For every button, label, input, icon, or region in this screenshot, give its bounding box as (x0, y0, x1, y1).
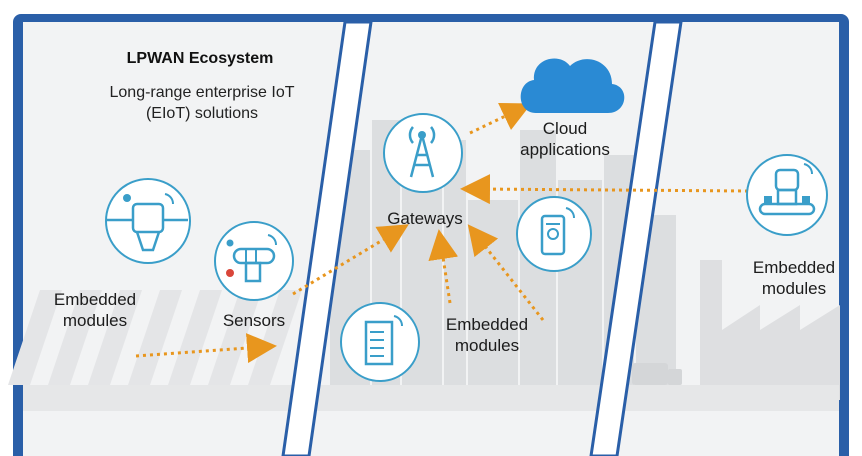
cloud-label-line-1: Cloud (542, 119, 588, 138)
water-dispenser-icon (516, 196, 592, 272)
arrow-embedded-center-to-gateways (428, 229, 459, 304)
subtitle-line-1: Long-range enterprise IoT (109, 84, 295, 101)
cropped-header-strip (0, 0, 862, 14)
diagram-subtitle: Long-range enterprise IoT (EIoT) solutio… (72, 82, 332, 124)
diagram-title: LPWAN Ecosystem (126, 50, 274, 67)
arrow-gateways-to-cloud (469, 102, 532, 135)
gateway-tower-icon (383, 113, 463, 193)
embedded-left-line-1: Embedded (53, 290, 137, 309)
embedded-modules-center-label: Embedded modules (432, 314, 542, 356)
subtitle-line-2: (EIoT) solutions (145, 105, 259, 122)
cloud-label-line-2: applications (520, 140, 610, 159)
truck-background (632, 363, 682, 385)
sensors-label: Sensors (222, 311, 286, 330)
arrow-embedded-left-to-sensors (135, 333, 277, 364)
embedded-right-line-2: modules (761, 279, 827, 298)
embedded-center-line-2: modules (454, 336, 520, 355)
water-meter-module-icon (105, 178, 191, 264)
conveyor-robot-icon (746, 154, 828, 236)
embedded-center-line-1: Embedded (445, 315, 529, 334)
road-band (23, 385, 839, 411)
arrow-sensors-to-gateways (292, 224, 409, 296)
embedded-right-line-1: Embedded (752, 258, 836, 277)
gateways-label: Gateways (387, 209, 463, 228)
embedded-modules-left-label: Embedded modules (40, 289, 150, 331)
separator-right (589, 20, 683, 456)
cloud-icon (520, 58, 625, 113)
embedded-left-line-2: modules (62, 311, 128, 330)
sensor-device-icon (214, 221, 294, 301)
vending-machine-icon (340, 302, 420, 382)
factory-background (700, 260, 840, 400)
separator-left (281, 20, 373, 456)
embedded-modules-right-label: Embedded modules (744, 257, 844, 299)
cloud-applications-label: Cloud applications (510, 118, 620, 160)
